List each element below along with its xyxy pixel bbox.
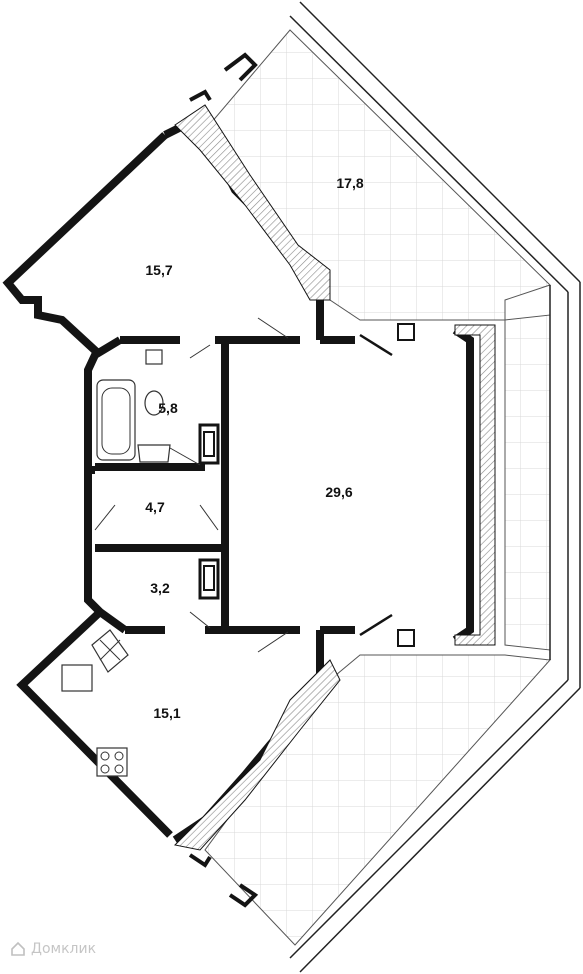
area-label-wc: 3,2 [150,580,170,596]
bathroom-shaft-inner [203,431,215,457]
door-swings [94,317,289,653]
balcony-railing [289,1,581,973]
fan-icon [99,639,121,661]
toilet-tank [145,349,163,365]
area-label-upper-balcony: 17,8 [336,175,363,191]
column-bottom [397,629,415,647]
stove-burners [100,751,124,774]
watermark-text: Домклик [31,941,97,957]
upper-wall-notches [189,52,258,102]
sink-icon [137,444,171,463]
upper-balcony-floor [204,29,551,321]
area-label-corridor: 4,7 [145,499,165,515]
balcony-door-bottom [359,613,393,637]
right-wall-hatch [454,324,496,646]
lower-balcony-floor [204,654,552,946]
corridor-walls [84,340,229,630]
lower-left-wall-hatch [173,659,341,851]
kitchen-sink-icon [61,664,93,692]
area-label-kitchen: 15,1 [153,705,180,721]
kitchen-corner-cabinet [91,629,129,673]
bathtub-inner [101,387,131,455]
house-logo-icon [11,941,25,956]
column-top [397,323,415,341]
wc-shaft-inner [203,565,215,591]
area-label-living-room: 29,6 [325,484,352,500]
area-label-bathroom: 5,8 [158,400,178,416]
right-balcony-floor [504,314,551,651]
area-label-upper-left-room: 15,7 [145,262,172,278]
watermark: Домклик [10,941,96,957]
lower-wall-notches [188,853,259,908]
upper-left-wall-hatch [174,104,331,301]
toilet-icon [144,390,164,416]
balcony-door-top [359,333,393,357]
